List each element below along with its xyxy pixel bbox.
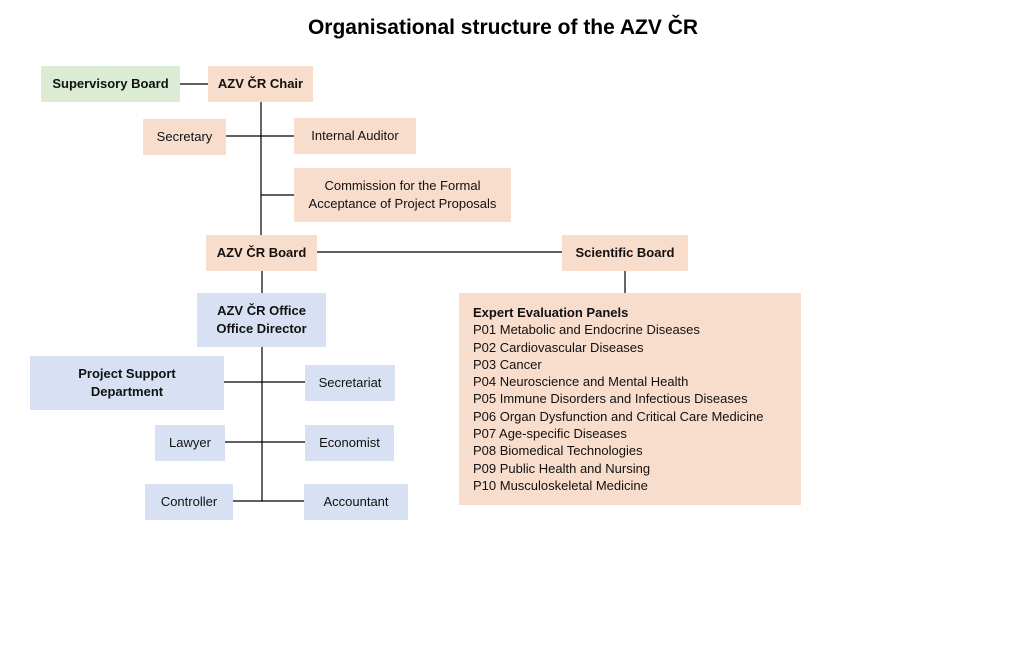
- panel-item: P09 Public Health and Nursing: [473, 460, 651, 476]
- project-support-label-line-1: Project Support: [78, 366, 176, 382]
- panel-item: P02 Cardiovascular Diseases: [473, 339, 644, 355]
- scientific-board-node: Scientific Board: [562, 235, 688, 271]
- panels-heading: Expert Evaluation Panels: [473, 305, 629, 320]
- secretariat-node: Secretariat: [305, 365, 395, 401]
- secretary-node: Secretary: [143, 119, 226, 155]
- scientific-board-label: Scientific Board: [575, 245, 675, 261]
- supervisory-board-label: Supervisory Board: [52, 76, 169, 92]
- commission-label-line-2: Acceptance of Project Proposals: [308, 196, 497, 211]
- supervisory-board-node: Supervisory Board: [41, 66, 180, 102]
- controller-node: Controller: [145, 484, 233, 520]
- secretary-label: Secretary: [156, 129, 213, 145]
- project-support-label-line-2: Department: [90, 384, 164, 399]
- internal-auditor-label: Internal Auditor: [311, 128, 399, 144]
- accountant-node: Accountant: [304, 484, 408, 520]
- panel-item: P06 Organ Dysfunction and Critical Care …: [473, 408, 764, 424]
- panel-item: P10 Musculoskeletal Medicine: [473, 477, 648, 493]
- board-label: AZV ČR Board: [216, 245, 307, 261]
- expert-evaluation-panels-node: Expert Evaluation Panels P01 Metabolic a…: [459, 293, 801, 505]
- commission-node: Commission for the Formal Acceptance of …: [294, 168, 511, 222]
- economist-label: Economist: [319, 435, 380, 451]
- economist-node: Economist: [305, 425, 394, 461]
- panel-item: P08 Biomedical Technologies: [473, 443, 643, 459]
- controller-label: Controller: [160, 494, 218, 510]
- panel-item: P01 Metabolic and Endocrine Diseases: [473, 322, 700, 338]
- lawyer-label: Lawyer: [169, 435, 211, 451]
- chair-node: AZV ČR Chair: [208, 66, 313, 102]
- panels-list: P01 Metabolic and Endocrine Diseases P02…: [473, 321, 801, 494]
- panel-item: P04 Neuroscience and Mental Health: [473, 374, 689, 390]
- lawyer-node: Lawyer: [155, 425, 225, 461]
- board-node: AZV ČR Board: [206, 235, 317, 271]
- project-support-node: Project Support Department: [30, 356, 224, 410]
- internal-auditor-node: Internal Auditor: [294, 118, 416, 154]
- chair-label: AZV ČR Chair: [217, 76, 304, 92]
- panel-item: P07 Age-specific Diseases: [473, 426, 627, 442]
- accountant-label: Accountant: [323, 494, 389, 510]
- panel-item: P03 Cancer: [473, 356, 542, 372]
- office-label-line-1: AZV ČR Office: [217, 303, 306, 319]
- panel-item: P05 Immune Disorders and Infectious Dise…: [473, 391, 748, 407]
- office-node: AZV ČR Office Office Director: [197, 293, 326, 347]
- office-label-line-2: Office Director: [216, 321, 307, 336]
- commission-label-line-1: Commission for the Formal: [324, 178, 481, 194]
- page-title: Organisational structure of the AZV ČR: [307, 16, 699, 39]
- secretariat-label: Secretariat: [318, 375, 382, 391]
